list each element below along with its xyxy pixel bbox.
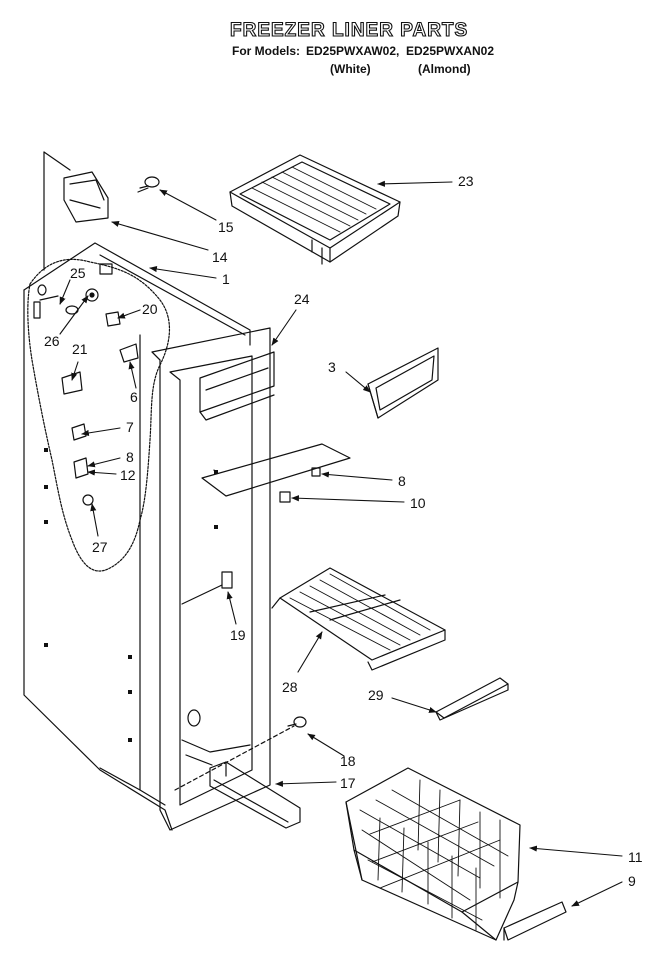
callout-1: 1 <box>222 271 230 287</box>
callout-10: 10 <box>410 495 426 511</box>
callout-20: 20 <box>142 301 158 317</box>
part-11-wire-basket <box>345 767 521 941</box>
part-17-trim <box>209 761 301 829</box>
callout-6: 6 <box>130 389 138 405</box>
callout-19: 19 <box>230 627 246 643</box>
callout-3: 3 <box>328 359 336 375</box>
part-15-screw <box>137 176 160 193</box>
callout-12: 12 <box>120 467 136 483</box>
callout-8a: 8 <box>126 449 134 465</box>
models-label: For Models: <box>232 44 300 58</box>
liner-holes <box>44 448 218 742</box>
callout-28: 28 <box>282 679 298 695</box>
callout-8b: 8 <box>398 473 406 489</box>
model-number-almond: ED25PWXAN02 <box>406 44 495 58</box>
callout-27: 27 <box>92 539 108 555</box>
part-18-screw <box>174 716 307 791</box>
callout-15: 15 <box>218 219 234 235</box>
part-19-hook <box>181 571 233 605</box>
control-components <box>39 263 139 506</box>
leader-lines <box>59 180 623 907</box>
callout-21: 21 <box>72 341 88 357</box>
part-3-cover <box>367 347 439 419</box>
part-28-wire-shelf <box>271 567 446 671</box>
callout-17: 17 <box>340 775 356 791</box>
callout-11: 11 <box>628 849 643 865</box>
part-9-basket-trim <box>503 901 567 941</box>
part-23-wire-shelf <box>229 154 401 265</box>
model-number-white: ED25PWXAW02, <box>306 44 400 58</box>
callout-23: 23 <box>458 173 474 189</box>
variant-white: (White) <box>330 62 371 76</box>
callout-9: 9 <box>628 873 636 889</box>
variant-almond: (Almond) <box>418 62 471 76</box>
callout-25: 25 <box>70 265 86 281</box>
page-title: FREEZER LINER PARTS <box>229 19 469 41</box>
callout-labels: 23 15 14 1 24 25 20 26 21 3 6 7 8 12 27 … <box>44 173 643 889</box>
callout-24: 24 <box>294 291 310 307</box>
callout-26: 26 <box>44 333 60 349</box>
callout-14: 14 <box>212 249 228 265</box>
callout-7: 7 <box>126 419 134 435</box>
part-14-bracket <box>63 171 109 223</box>
part-24-air-diffuser <box>199 351 275 421</box>
freezer-liner-drawing <box>23 151 271 831</box>
part-8-10-mount <box>201 443 351 503</box>
callout-18: 18 <box>340 753 356 769</box>
callout-29: 29 <box>368 687 384 703</box>
part-29-shelf-rail <box>435 677 509 721</box>
